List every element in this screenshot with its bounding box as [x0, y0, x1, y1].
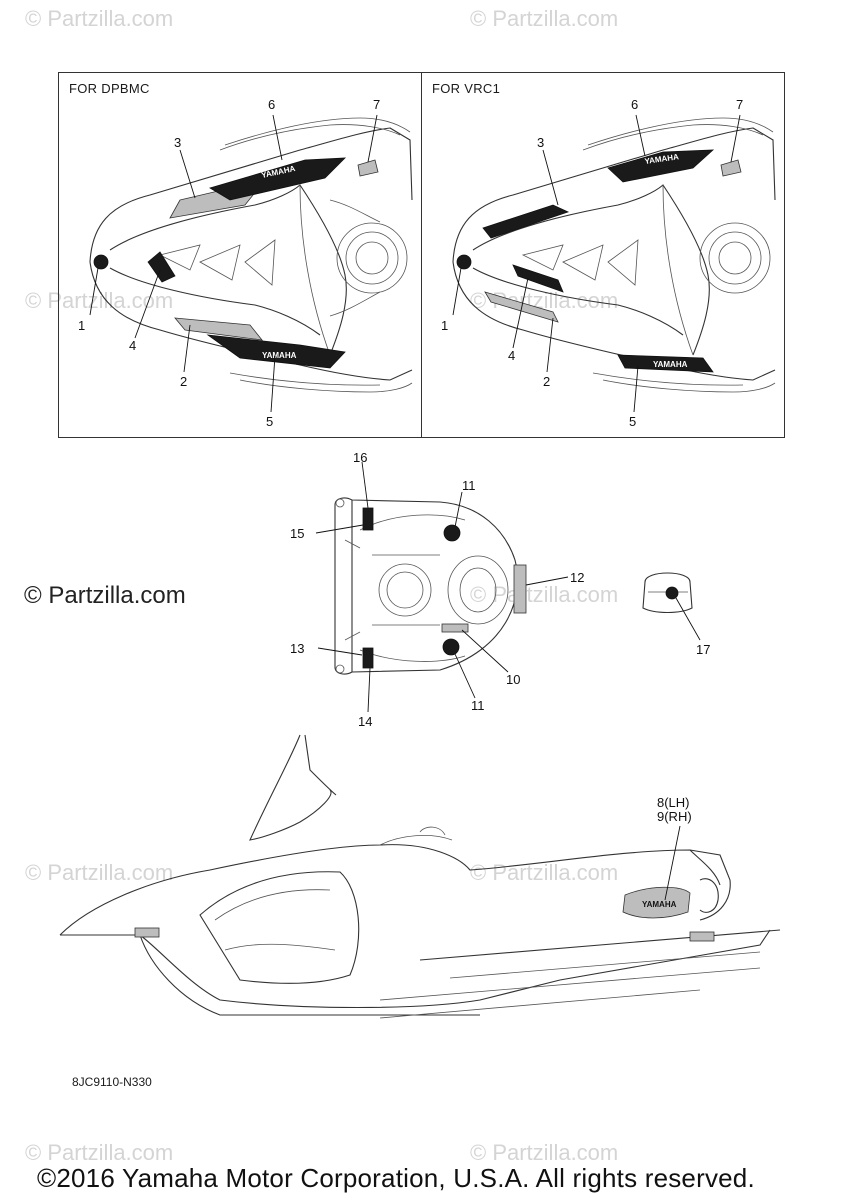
callout-7: 7 [736, 97, 744, 112]
copyright-notice: ©2016 Yamaha Motor Corporation, U.S.A. A… [37, 1163, 755, 1193]
callout-12: 12 [570, 570, 585, 585]
callout-8-lh: 8(LH) [657, 795, 690, 810]
callout-9-rh: 9(RH) [657, 809, 692, 824]
watermark: © Partzilla.com [470, 582, 619, 607]
callout-4: 4 [129, 338, 137, 353]
side-view-drawing: YAMAHA [59, 734, 781, 1019]
callout-13: 13 [290, 641, 305, 656]
callout-11: 11 [471, 698, 485, 713]
callout-7: 7 [373, 97, 381, 112]
callout-10: 10 [506, 672, 521, 687]
decal-yamaha-text: YAMAHA [642, 900, 677, 909]
hood-drawing-vrc1: YAMAHA YAMAHA [452, 114, 776, 413]
panel-title: FOR VRC1 [432, 81, 501, 96]
callout-5: 5 [266, 414, 274, 429]
watermark: © Partzilla.com [25, 6, 174, 31]
callout-5: 5 [629, 414, 637, 429]
watermark: © Partzilla.com [470, 6, 619, 31]
part-17-drawing [642, 572, 701, 641]
watermark: © Partzilla.com [470, 860, 619, 885]
decal-yamaha-text: YAMAHA [262, 351, 297, 360]
callout-2: 2 [543, 374, 551, 389]
callout-3: 3 [174, 135, 182, 150]
svg-text:YAMAHA: YAMAHA [653, 360, 688, 369]
callout-2: 2 [180, 374, 188, 389]
callout-3: 3 [537, 135, 545, 150]
callout-17: 17 [696, 642, 711, 657]
callout-1: 1 [441, 318, 449, 333]
callout-1: 1 [78, 318, 86, 333]
part-number: 8JC9110-N330 [72, 1075, 152, 1089]
callout-14: 14 [358, 714, 373, 729]
callout-11: 11 [462, 478, 476, 493]
watermark: © Partzilla.com [470, 1140, 619, 1165]
callout-6: 6 [631, 97, 639, 112]
panel-vrc1: FOR VRC1 [421, 72, 785, 438]
watermark: © Partzilla.com [25, 1140, 174, 1165]
callout-4: 4 [508, 348, 516, 363]
panel-title: FOR DPBMC [69, 81, 150, 96]
callout-16: 16 [353, 450, 368, 465]
callout-6: 6 [268, 97, 276, 112]
watermark: © Partzilla.com [25, 860, 174, 885]
callout-15: 15 [290, 526, 305, 541]
watermark-main: © Partzilla.com [24, 582, 186, 609]
hood-drawing-dpbmc: YAMAHA YAMAHA [89, 114, 413, 413]
top-view-drawing [315, 461, 569, 713]
